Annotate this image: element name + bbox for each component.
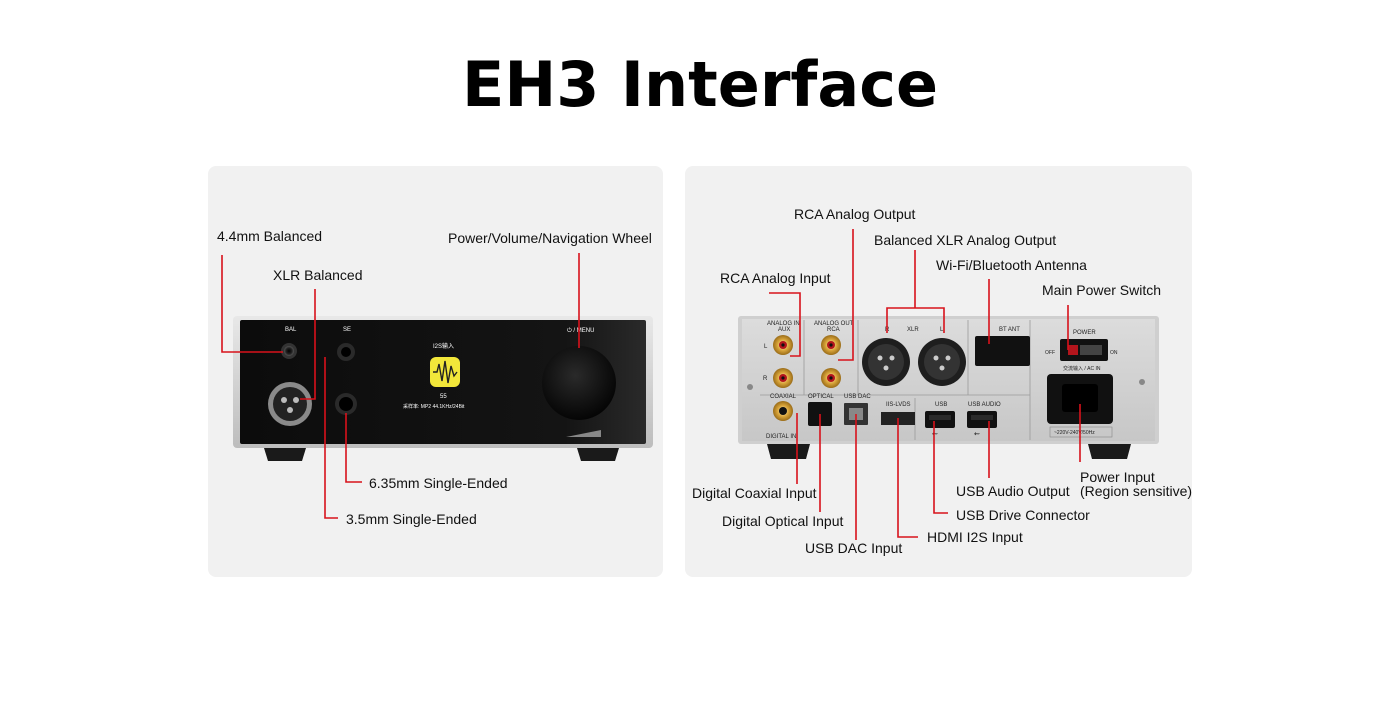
label-usb-drive: USB Drive Connector	[956, 507, 1090, 523]
svg-text:⇜: ⇜	[974, 431, 980, 438]
power-text: POWER	[1073, 330, 1096, 336]
label-usb-audio-output: USB Audio Output	[956, 483, 1070, 499]
label-4-4mm-balanced: 4.4mm Balanced	[217, 228, 323, 244]
label-xlr-balanced: XLR Balanced	[273, 267, 363, 283]
rca-text: RCA	[827, 327, 840, 333]
label-xlr-analog-output: Balanced XLR Analog Output	[874, 232, 1057, 248]
bal-text: BAL	[285, 327, 297, 333]
usb-dac-text: USB DAC	[844, 394, 871, 400]
r-text: R	[763, 376, 768, 382]
label-wheel: Power/Volume/Navigation Wheel	[448, 230, 652, 246]
se-text: SE	[343, 327, 351, 333]
label-usb-dac: USB DAC Input	[805, 540, 903, 556]
usb-audio-text: USB AUDIO	[968, 402, 1001, 408]
analog-in-text: ANALOG IN	[767, 321, 800, 327]
label-power-input: Power Input (Region sensitive)	[1080, 470, 1192, 498]
label-main-power-switch: Main Power Switch	[1042, 282, 1162, 298]
label-rca-analog-input: RCA Analog Input	[720, 270, 831, 286]
label-digital-coaxial: Digital Coaxial Input	[692, 485, 817, 501]
bt-ant-text: BT ANT	[999, 327, 1020, 333]
analog-out-text: ANALOG OUT	[814, 321, 854, 327]
off-text: OFF	[1045, 350, 1055, 356]
l-text: L	[764, 344, 768, 350]
label-rca-analog-output: RCA Analog Output	[794, 206, 916, 222]
xlr-text: XLR	[907, 327, 919, 333]
voltage-text: ~220V-240V/50Hz	[1054, 430, 1095, 436]
digital-in-text: DIGITAL IN	[766, 434, 796, 440]
label-hdmi-i2s: HDMI I2S Input	[927, 529, 1023, 545]
label-antenna: Wi-Fi/Bluetooth Antenna	[936, 257, 1087, 273]
label-6-35mm: 6.35mm Single-Ended	[369, 475, 508, 491]
optical-text: OPTICAL	[808, 394, 834, 400]
on-text: ON	[1110, 350, 1118, 356]
menu-text: ⏻ / MENU	[567, 327, 594, 334]
aux-text: AUX	[778, 327, 790, 333]
screen-volume-text: 55	[440, 394, 447, 400]
label-digital-optical: Digital Optical Input	[722, 513, 844, 529]
page-title: EH3 Interface	[461, 48, 939, 121]
label-power-input-line1: Power Input	[1080, 469, 1155, 485]
label-3-5mm: 3.5mm Single-Ended	[346, 511, 477, 527]
svg-text:⇜: ⇜	[932, 431, 938, 438]
xlr-l-text: L	[940, 327, 944, 333]
ac-in-text: 交流输入 / AC IN	[1063, 365, 1101, 372]
screen-info-text: 采样率: MP2 44.1KHz/24Bit	[403, 403, 465, 410]
usb-text: USB	[935, 402, 947, 408]
coaxial-text: COAXIAL	[770, 394, 797, 400]
label-power-input-line2: (Region sensitive)	[1080, 483, 1193, 499]
iis-lvds-text: IIS-LVDS	[886, 402, 911, 408]
screen-title-text: I2S输入	[433, 342, 454, 350]
